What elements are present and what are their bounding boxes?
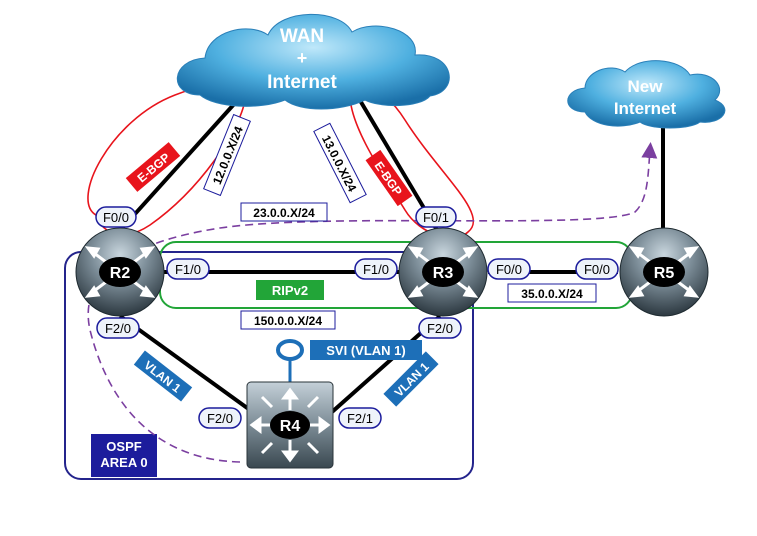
- router-r3-label: R3: [433, 265, 454, 282]
- router-r2[interactable]: R2: [75, 227, 165, 317]
- iface-r2-f00[interactable]: F0/0: [95, 206, 137, 228]
- ripv2-badge: [256, 280, 324, 300]
- iface-r4-f21-label: F2/1: [347, 411, 373, 426]
- router-r5[interactable]: R5: [619, 227, 709, 317]
- iface-r5-f00-label: F0/0: [584, 262, 610, 277]
- iface-r3-f01[interactable]: F0/1: [415, 206, 457, 228]
- iface-r3-f10[interactable]: F1/0: [354, 258, 398, 280]
- router-arrows-icon: [84, 246, 156, 298]
- ripv2-label: RIPv2: [272, 283, 308, 298]
- iface-r2-f20[interactable]: F2/0: [96, 317, 140, 339]
- switch-r4[interactable]: R4: [246, 339, 334, 469]
- iface-r2-f10-label: F1/0: [175, 262, 201, 277]
- wan-cloud-line2: +: [297, 48, 308, 68]
- iface-r3-f01-label: F0/1: [423, 210, 449, 225]
- iface-r4-f20[interactable]: F2/0: [198, 407, 242, 429]
- svi-tag-label: SVI (VLAN 1): [326, 343, 405, 358]
- iface-r3-f20-label: F2/0: [427, 321, 453, 336]
- ospf-area-badge: [91, 434, 157, 477]
- vlan-tag-left: VLAN 1: [133, 350, 193, 402]
- router-r5-label: R5: [654, 265, 675, 282]
- ebgp-tag-left: E-BGP: [125, 142, 181, 192]
- router-arrows-icon: [628, 246, 700, 298]
- ospf-label-line2: AREA 0: [100, 455, 147, 470]
- iface-r3-f20[interactable]: F2/0: [418, 317, 462, 339]
- subnet-r2-r3-upper-label: 23.0.0.X/24: [253, 206, 315, 220]
- subnet-r3-r5-label: 35.0.0.X/24: [521, 287, 583, 301]
- switch-r4-label: R4: [280, 418, 301, 435]
- ospf-label-line1: OSPF: [106, 439, 141, 454]
- new-internet-cloud: New Internet: [567, 60, 726, 129]
- iface-r4-f21[interactable]: F2/1: [338, 407, 382, 429]
- ospf-area-boundary: [64, 251, 474, 480]
- subnet-wan-r2: 12.0.0.X/24: [203, 113, 251, 197]
- wan-cloud-line3: Internet: [267, 72, 337, 93]
- subnet-r2-r3-upper: 23.0.0.X/24: [240, 202, 328, 222]
- new-internet-line1: New: [628, 77, 664, 96]
- subnet-r2-r3-lower-label: 150.0.0.X/24: [254, 314, 322, 328]
- subnet-r3-r5: 35.0.0.X/24: [507, 283, 597, 303]
- wan-cloud-line1: WAN: [280, 26, 324, 47]
- iface-r2-f00-label: F0/0: [103, 210, 129, 225]
- new-internet-line2: Internet: [614, 99, 677, 118]
- iface-r3-f00[interactable]: F0/0: [487, 258, 531, 280]
- link-r2-r4: [118, 314, 252, 412]
- svi-loop-icon: [276, 339, 304, 361]
- iface-r2-f10[interactable]: F1/0: [166, 258, 210, 280]
- iface-r2-f20-label: F2/0: [105, 321, 131, 336]
- iface-r5-f00[interactable]: F0/0: [575, 258, 619, 280]
- wan-internet-cloud: WAN + Internet: [176, 13, 450, 110]
- router-arrows-icon: [407, 246, 479, 298]
- iface-r3-f10-label: F1/0: [363, 262, 389, 277]
- svi-tag: SVI (VLAN 1): [310, 340, 422, 360]
- link-wan-r2: [114, 90, 247, 237]
- subnet-wan-r3: 13.0.0.X/24: [313, 122, 367, 204]
- iface-r3-f00-label: F0/0: [496, 262, 522, 277]
- switch-arrows-icon: [249, 387, 331, 463]
- router-r2-label: R2: [110, 265, 131, 282]
- iface-r4-f20-label: F2/0: [207, 411, 233, 426]
- subnet-r2-r3-lower: 150.0.0.X/24: [240, 310, 336, 330]
- router-r3[interactable]: R3: [398, 227, 488, 317]
- traffic-path-arrow: [87, 142, 658, 463]
